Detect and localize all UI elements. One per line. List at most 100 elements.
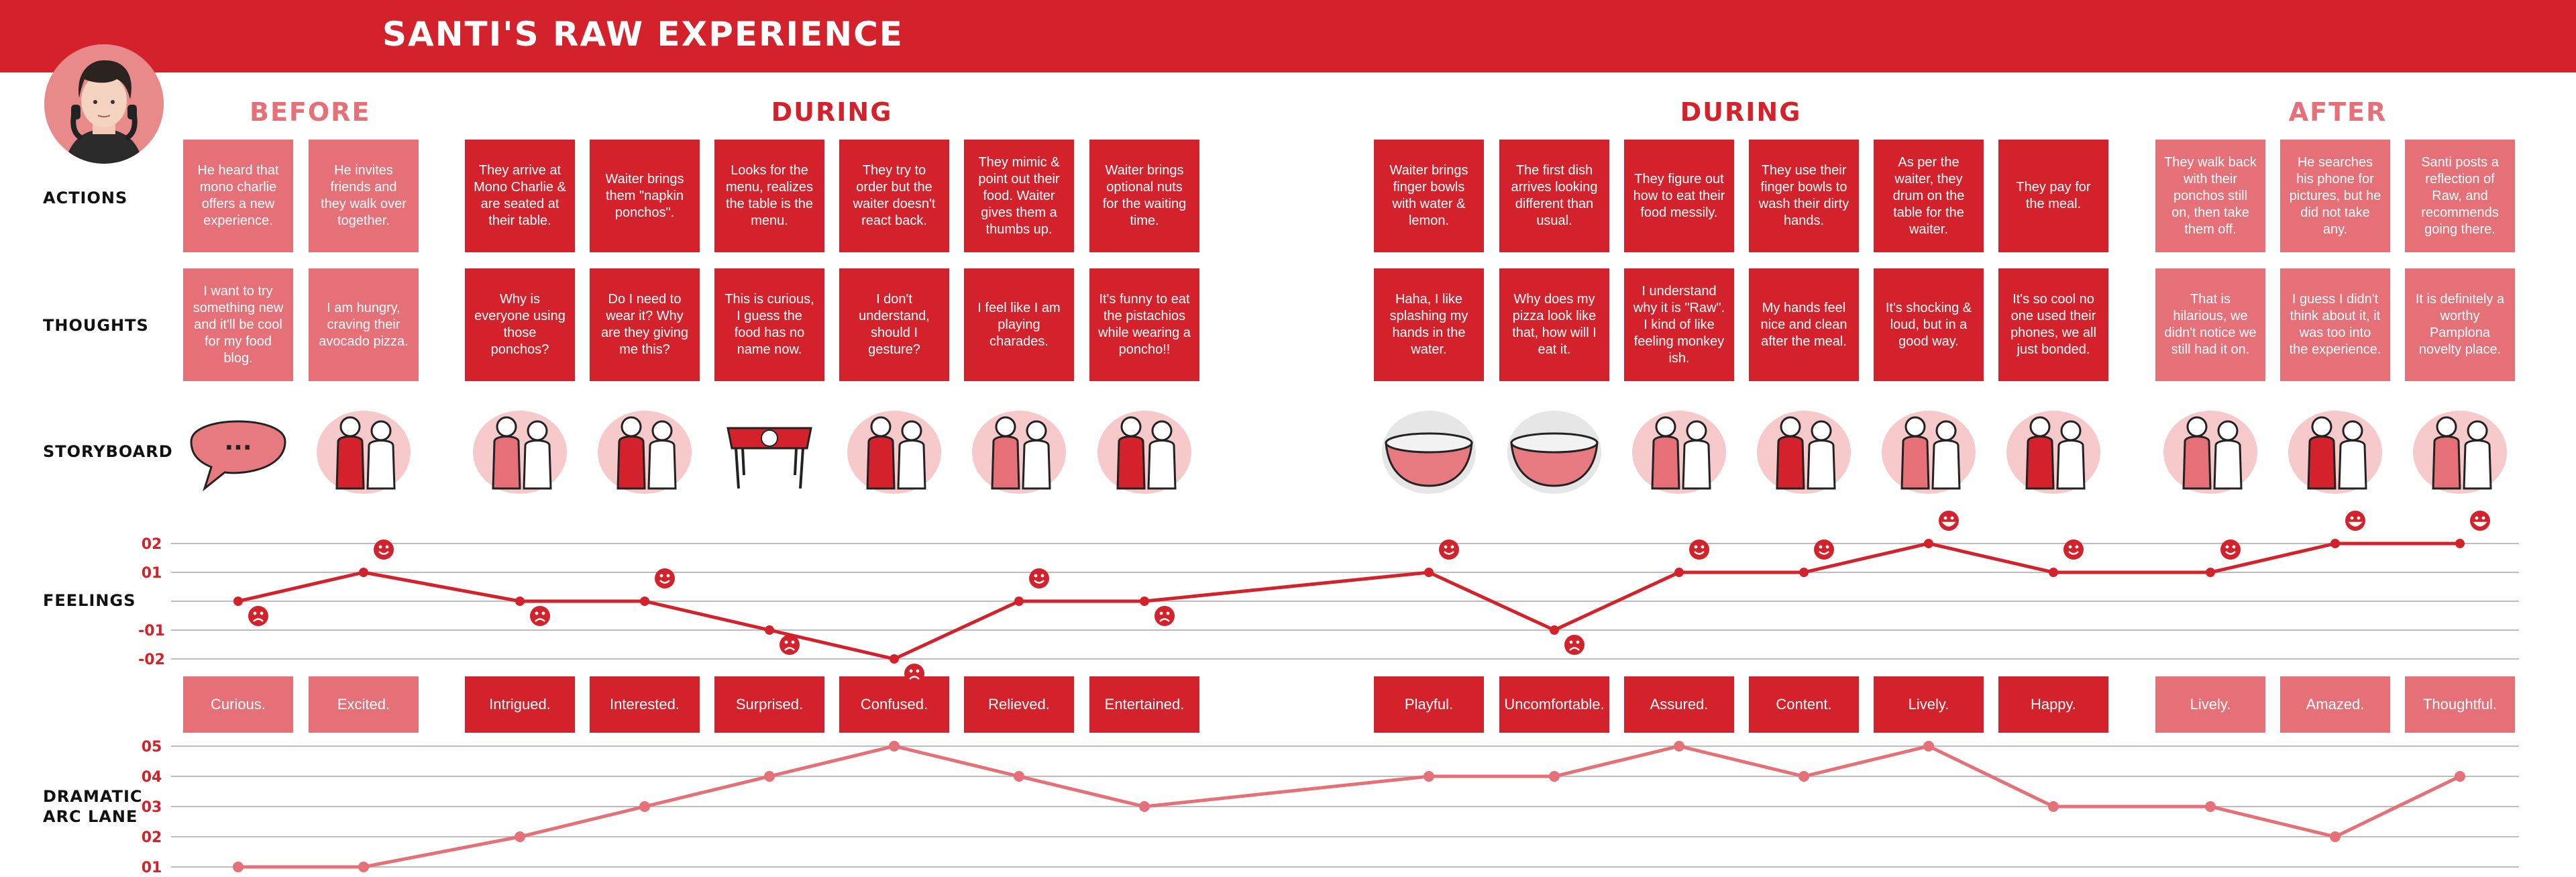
feelings-tick-label: -02 (138, 652, 165, 668)
seated-table-icon (473, 411, 567, 494)
arc-point (2330, 831, 2341, 842)
row-label-storyboard: STORYBOARD (43, 442, 173, 461)
arc-point (639, 801, 650, 812)
happy-face-icon (1689, 539, 1709, 560)
action-card: Waiter brings them "napkin ponchos". (590, 140, 700, 252)
sad-face-icon (780, 635, 800, 655)
laugh-face-icon (1939, 511, 1959, 531)
feelings-point (2330, 539, 2340, 548)
feeling-card: Amazed. (2280, 676, 2390, 733)
arc-point (2205, 801, 2216, 812)
thought-card: My hands feel nice and clean after the m… (1749, 268, 1859, 381)
feeling-card: Excited. (309, 676, 419, 733)
happy-face-icon (2063, 539, 2084, 560)
action-card: They walk back with their ponchos still … (2155, 140, 2265, 252)
finger-bowl-icon (1382, 411, 1476, 494)
thought-card: Why is everyone using those ponchos? (465, 268, 575, 381)
thought-card: It is definitely a worthy Pamplona novel… (2405, 268, 2515, 381)
feelings-point (359, 568, 368, 577)
feeling-card: Playful. (1374, 676, 1484, 733)
thought-card: It's shocking & loud, but in a good way. (1874, 268, 1984, 381)
feelings-tick-label: -01 (138, 623, 165, 639)
action-card: The first dish arrives looking different… (1499, 140, 1609, 252)
action-card: He heard that mono charlie offers a new … (183, 140, 293, 252)
happy-face-icon (374, 539, 394, 560)
thought-card: I want to try something new and it'll be… (183, 268, 293, 381)
arc-point (515, 831, 525, 842)
arc-point (2455, 771, 2465, 782)
feelings-point (1799, 568, 1809, 577)
arc-point (233, 862, 244, 872)
thought-card: I am hungry, craving their avocado pizza… (309, 268, 419, 381)
feeling-card: Lively. (1874, 676, 1984, 733)
phone-post-icon (2413, 411, 2507, 494)
feeling-card: Relieved. (964, 676, 1074, 733)
feelings-point (1674, 568, 1684, 577)
feelings-point (1014, 597, 1024, 606)
arc-point (2048, 801, 2059, 812)
thought-card: Do I need to wear it? Why are they givin… (590, 268, 700, 381)
action-card: He invites friends and they walk over to… (309, 140, 419, 252)
phase-after: AFTER (2288, 97, 2387, 127)
eating-hands-icon (1632, 411, 1726, 494)
action-card: He searches his phone for pictures, but … (2280, 140, 2390, 252)
action-card: Waiter brings optional nuts for the wait… (1089, 140, 1199, 252)
avatar (44, 44, 164, 164)
happy-face-icon (2220, 539, 2241, 560)
arc-point (889, 741, 900, 752)
feeling-card: Interested. (590, 676, 700, 733)
action-card: They arrive at Mono Charlie & are seated… (465, 140, 575, 252)
arc-point (1674, 741, 1684, 752)
action-card: They use their finger bowls to wash thei… (1749, 140, 1859, 252)
row-label-actions: ACTIONS (43, 189, 128, 207)
feelings-point (1140, 597, 1149, 606)
thought-card: This is curious, I guess the food has no… (714, 268, 824, 381)
person-portrait-icon (44, 44, 164, 164)
row-label-feelings: FEELINGS (43, 591, 136, 610)
arc-point (1923, 741, 1934, 752)
svg-text:...: ... (224, 428, 252, 456)
feeling-card: Entertained. (1089, 676, 1199, 733)
thought-card: It's funny to eat the pistachios while w… (1089, 268, 1199, 381)
row-label-arc-2: ARC LANE (43, 807, 138, 826)
phone-gallery-icon (2288, 411, 2382, 494)
laugh-face-icon (2470, 511, 2490, 531)
action-card: They figure out how to eat their food me… (1624, 140, 1734, 252)
arc-tick-label: 05 (142, 739, 162, 756)
payment-phone-icon (2006, 411, 2100, 494)
thought-card: I understand why it is "Raw". I kind of … (1624, 268, 1734, 381)
pistachio-hand-icon (1097, 411, 1191, 494)
thought-card: I don't understand, should I gesture? (839, 268, 949, 381)
phase-during-1: DURING (771, 97, 893, 127)
table-menu-icon (727, 427, 812, 489)
sad-face-icon (530, 606, 550, 626)
speech-bubble-icon: ... (190, 420, 286, 492)
feeling-card: Assured. (1624, 676, 1734, 733)
arc-point (1424, 771, 1434, 782)
feelings-point (1424, 568, 1434, 577)
action-card: Waiter brings finger bowls with water & … (1374, 140, 1484, 252)
dish-icon (1507, 411, 1601, 494)
row-label-thoughts: THOUGHTS (43, 316, 149, 335)
happy-face-icon (1814, 539, 1834, 560)
feelings-point (515, 597, 525, 606)
action-card: Santi posts a reflection of Raw, and rec… (2405, 140, 2515, 252)
thought-card: Why does my pizza look like that, how wi… (1499, 268, 1609, 381)
feelings-point (1924, 539, 1933, 548)
feeling-card: Content. (1749, 676, 1859, 733)
feeling-card: Lively. (2155, 676, 2265, 733)
arc-tick-label: 03 (142, 799, 162, 816)
arc-tick-label: 02 (142, 829, 162, 846)
action-card: They try to order but the waiter doesn't… (839, 140, 949, 252)
feeling-card: Confused. (839, 676, 949, 733)
feelings-point (765, 625, 774, 635)
feeling-card: Uncomfortable. (1499, 676, 1609, 733)
thought-card: That is hilarious, we didn't notice we s… (2155, 268, 2265, 381)
confused-order-icon (847, 411, 941, 494)
feeling-card: Curious. (183, 676, 293, 733)
arc-point (1139, 801, 1150, 812)
arc-point (358, 862, 369, 872)
feelings-point (2206, 568, 2215, 577)
thought-card: I guess I didn't think about it, it was … (2280, 268, 2390, 381)
